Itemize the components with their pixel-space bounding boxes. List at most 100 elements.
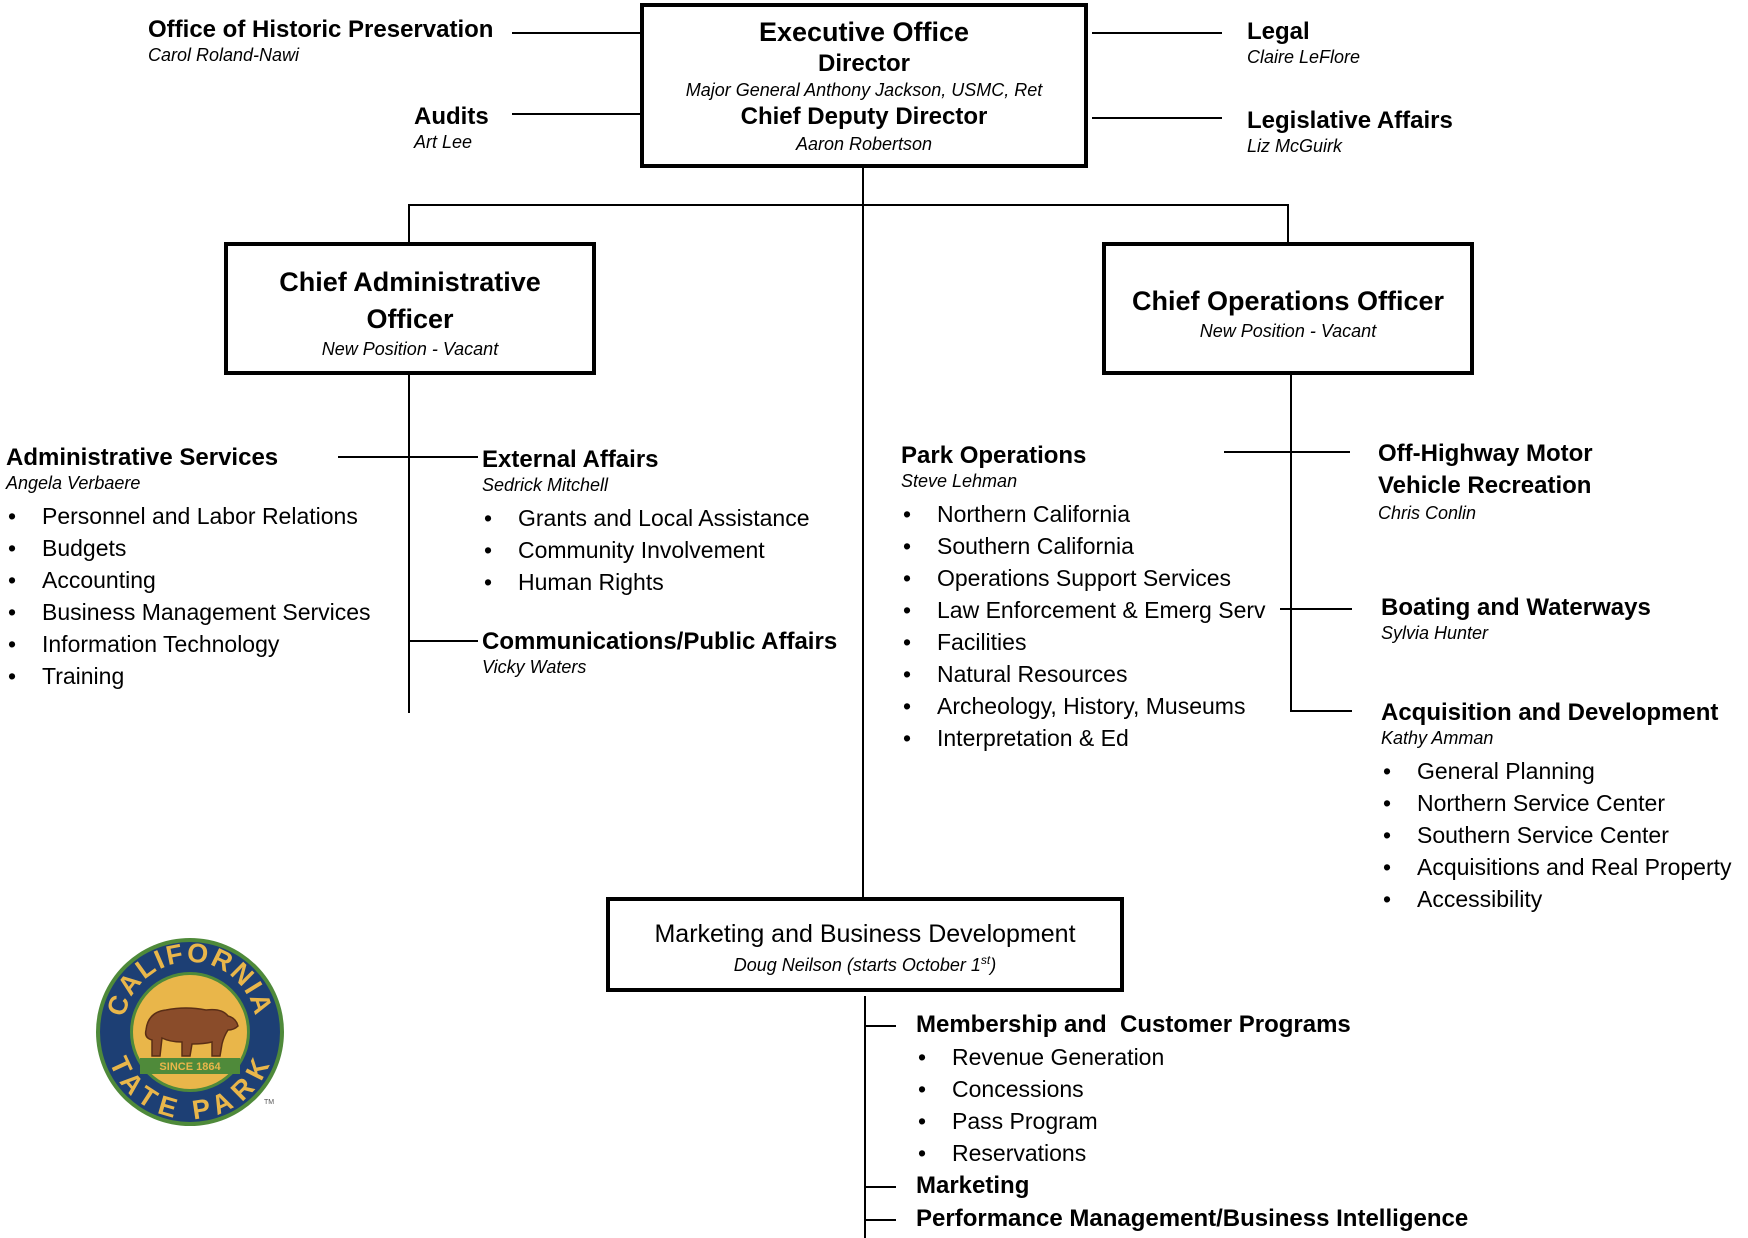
connector-historic bbox=[512, 32, 640, 34]
connector-admin-external bbox=[338, 456, 478, 458]
acquisition-name: Kathy Amman bbox=[1381, 728, 1494, 748]
legal-title: Legal bbox=[1247, 18, 1310, 45]
audits-unit: Audits Art Lee bbox=[414, 103, 489, 153]
communications-title: Communications/Public Affairs bbox=[482, 628, 838, 655]
external-affairs-name: Sedrick Mitchell bbox=[482, 475, 609, 495]
list-item: Revenue Generation bbox=[916, 1041, 1164, 1073]
director-label: Director bbox=[817, 50, 911, 77]
acquisition-unit: Acquisition and Development Kathy Amman bbox=[1381, 699, 1718, 749]
list-item: Accounting bbox=[6, 564, 371, 596]
marketing-bd-name-sup: st bbox=[980, 953, 991, 967]
park-operations-list: Northern California Southern California … bbox=[901, 498, 1266, 754]
bear-icon bbox=[144, 1007, 239, 1057]
connector-performance bbox=[864, 1219, 896, 1221]
boating-unit: Boating and Waterways Sylvia Hunter bbox=[1381, 594, 1651, 644]
legislative-affairs-unit: Legislative Affairs Liz McGuirk bbox=[1247, 107, 1453, 157]
cao-title-line2: Officer bbox=[366, 304, 454, 334]
historic-preservation-unit: Office of Historic Preservation Carol Ro… bbox=[148, 16, 493, 66]
legislative-affairs-title: Legislative Affairs bbox=[1247, 107, 1453, 134]
list-item: Reservations bbox=[916, 1137, 1164, 1169]
park-operations-title: Park Operations bbox=[901, 442, 1087, 469]
communications-unit: Communications/Public Affairs Vicky Wate… bbox=[482, 628, 837, 678]
list-item: Grants and Local Assistance bbox=[482, 502, 810, 534]
branch-horizontal bbox=[408, 204, 1288, 206]
chief-deputy-name: Aaron Robertson bbox=[795, 134, 933, 154]
administrative-services-name: Angela Verbaere bbox=[6, 473, 141, 493]
connector-legislative bbox=[1092, 117, 1222, 119]
ohv-unit: Off-Highway Motor Vehicle Recreation Chr… bbox=[1378, 438, 1593, 524]
coo-box: Chief Operations Officer New Position - … bbox=[1102, 242, 1474, 375]
park-operations-name: Steve Lehman bbox=[901, 471, 1018, 491]
list-item: Concessions bbox=[916, 1073, 1164, 1105]
cao-box: Chief Administrative Officer New Positio… bbox=[224, 242, 596, 375]
connector-communications bbox=[408, 640, 478, 642]
list-item: Operations Support Services bbox=[901, 562, 1266, 594]
logo-band-text: SINCE 1864 bbox=[159, 1061, 221, 1073]
boating-name: Sylvia Hunter bbox=[1381, 623, 1489, 643]
list-item: Community Involvement bbox=[482, 534, 810, 566]
connector-marketing bbox=[864, 1186, 896, 1188]
list-item: Personnel and Labor Relations bbox=[6, 500, 371, 532]
cao-title-line1: Chief Administrative bbox=[279, 267, 541, 297]
external-affairs-title: External Affairs bbox=[482, 446, 659, 473]
list-item: Northern Service Center bbox=[1381, 787, 1732, 819]
list-item: Human Rights bbox=[482, 566, 810, 598]
coo-title: Chief Operations Officer bbox=[1131, 286, 1445, 316]
list-item: Archeology, History, Museums bbox=[901, 690, 1266, 722]
main-trunk bbox=[862, 164, 864, 898]
historic-preservation-title: Office of Historic Preservation bbox=[148, 16, 494, 43]
marketing-bd-name-end: ) bbox=[990, 955, 997, 975]
list-item: Acquisitions and Real Property bbox=[1381, 851, 1732, 883]
legislative-affairs-name: Liz McGuirk bbox=[1247, 136, 1343, 156]
logo-band bbox=[140, 1058, 240, 1074]
cao-trunk bbox=[408, 375, 410, 713]
administrative-services-title: Administrative Services bbox=[6, 444, 279, 471]
marketing-bd-box: Marketing and Business Development Doug … bbox=[606, 897, 1124, 992]
acquisition-list: General Planning Northern Service Center… bbox=[1381, 755, 1732, 915]
legal-unit: Legal Claire LeFlore bbox=[1247, 18, 1360, 68]
marketing-bd-title: Marketing and Business Development bbox=[654, 920, 1076, 948]
external-affairs-unit: External Affairs Sedrick Mitchell bbox=[482, 446, 659, 496]
connector-legal bbox=[1092, 32, 1222, 34]
list-item: Pass Program bbox=[916, 1105, 1164, 1137]
connector-boating bbox=[1290, 608, 1352, 610]
connector-audits bbox=[512, 113, 640, 115]
legal-name: Claire LeFlore bbox=[1247, 47, 1361, 67]
membership-unit: Membership and Customer Programs bbox=[916, 1011, 1351, 1039]
chief-deputy-label: Chief Deputy Director bbox=[740, 103, 988, 130]
coo-status: New Position - Vacant bbox=[1199, 321, 1377, 341]
list-item: Southern Service Center bbox=[1381, 819, 1732, 851]
communications-name: Vicky Waters bbox=[482, 657, 587, 677]
connector-lawenf bbox=[1280, 608, 1292, 610]
list-item: Natural Resources bbox=[901, 658, 1266, 690]
list-item: Interpretation & Ed bbox=[901, 722, 1266, 754]
director-name: Major General Anthony Jackson, USMC, Ret bbox=[685, 80, 1043, 100]
marketing-trunk bbox=[864, 996, 866, 1238]
marketing-title: Marketing bbox=[916, 1172, 1030, 1199]
list-item: Business Management Services bbox=[6, 596, 371, 628]
audits-title: Audits bbox=[414, 103, 489, 130]
list-item: General Planning bbox=[1381, 755, 1732, 787]
list-item: Facilities bbox=[901, 626, 1266, 658]
list-item: Accessibility bbox=[1381, 883, 1732, 915]
ohv-title-line1: Off-Highway Motor bbox=[1378, 440, 1593, 467]
membership-list: Revenue Generation Concessions Pass Prog… bbox=[916, 1041, 1164, 1169]
branch-cao-drop bbox=[408, 204, 410, 244]
ohv-title-line2: Vehicle Recreation bbox=[1378, 472, 1592, 499]
branch-coo-drop bbox=[1287, 204, 1289, 244]
acquisition-title: Acquisition and Development bbox=[1381, 699, 1719, 726]
list-item: Training bbox=[6, 660, 371, 692]
performance-title: Performance Management/Business Intellig… bbox=[916, 1205, 1469, 1232]
connector-acquisition bbox=[1290, 710, 1352, 712]
connector-membership bbox=[864, 1025, 896, 1027]
coo-trunk bbox=[1290, 375, 1292, 711]
connector-parkops-ohv bbox=[1224, 451, 1350, 453]
list-item: Northern California bbox=[901, 498, 1266, 530]
list-item: Law Enforcement & Emerg Serv bbox=[901, 594, 1266, 626]
membership-title: Membership and Customer Programs bbox=[916, 1011, 1351, 1038]
historic-preservation-name: Carol Roland-Nawi bbox=[148, 45, 300, 65]
list-item: Information Technology bbox=[6, 628, 371, 660]
park-operations-unit: Park Operations Steve Lehman bbox=[901, 442, 1086, 492]
administrative-services-unit: Administrative Services Angela Verbaere bbox=[6, 444, 278, 494]
